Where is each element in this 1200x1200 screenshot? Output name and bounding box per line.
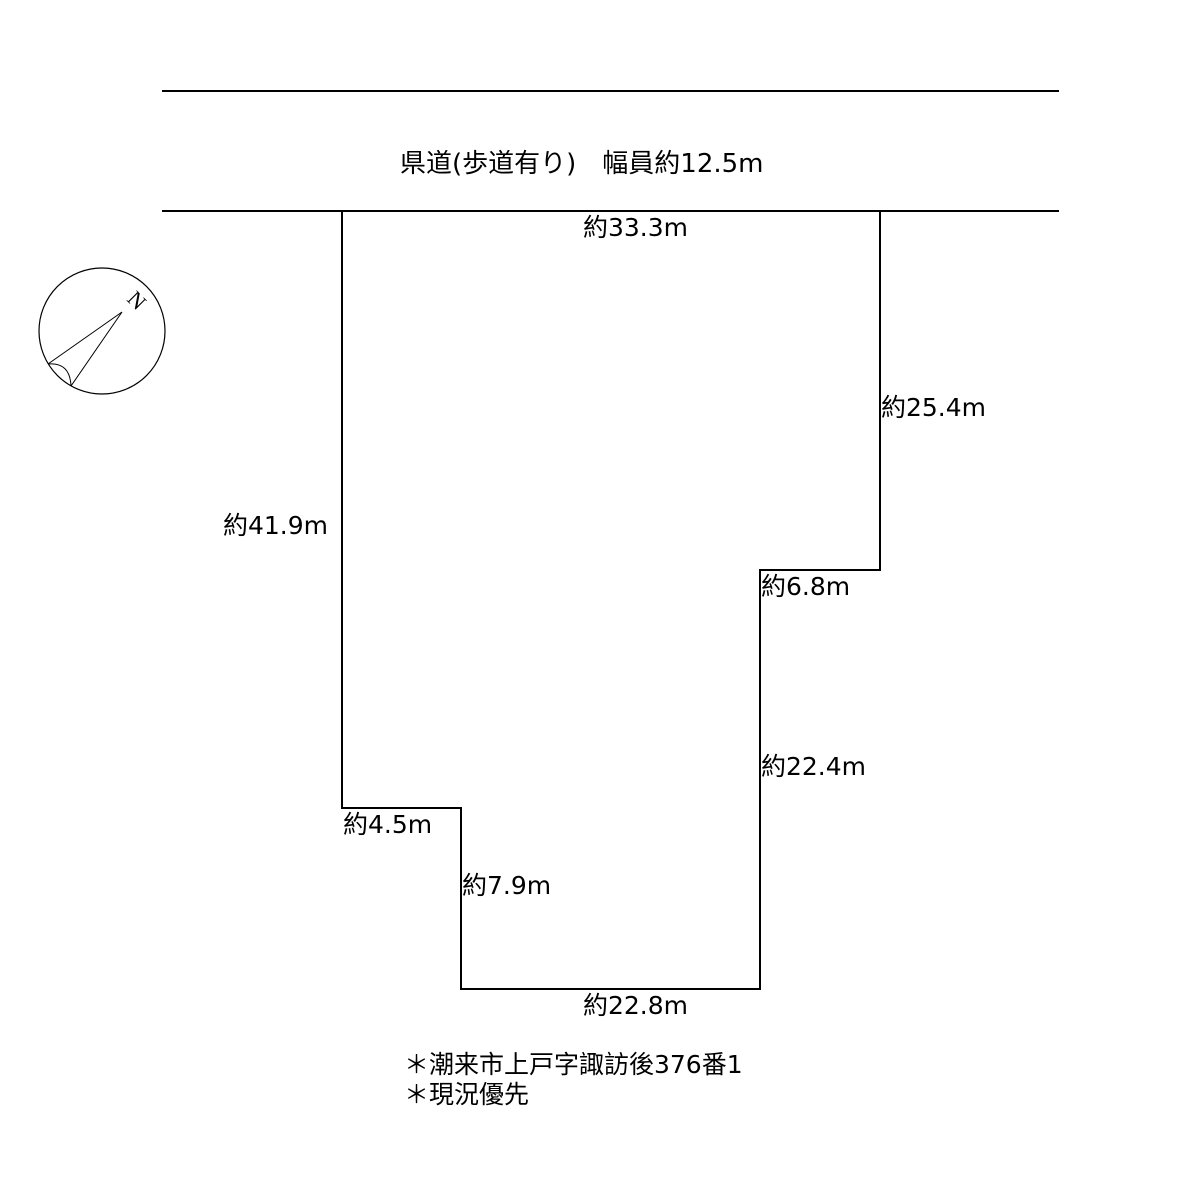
dimension-left-lower: 約7.9m <box>462 871 552 900</box>
dimension-left: 約41.9m <box>223 511 329 540</box>
north-label: N <box>122 286 151 315</box>
lot-boundary <box>341 210 881 990</box>
dimension-bottom: 約22.8m <box>583 991 689 1020</box>
note-address: ＊潮来市上戸字諏訪後376番1 <box>404 1050 743 1079</box>
note-current-condition: ＊現況優先 <box>404 1080 530 1109</box>
dimension-step-right: 約6.8m <box>761 572 851 601</box>
north-arrow-icon: N <box>38 267 166 395</box>
road-label: 県道(歩道有り) 幅員約12.5m <box>400 149 764 179</box>
dimension-step-left: 約4.5m <box>343 810 433 839</box>
dimension-top: 約33.3m <box>583 213 689 242</box>
dimension-right-lower: 約22.4m <box>761 752 867 781</box>
dimension-right-upper: 約25.4m <box>881 393 987 422</box>
